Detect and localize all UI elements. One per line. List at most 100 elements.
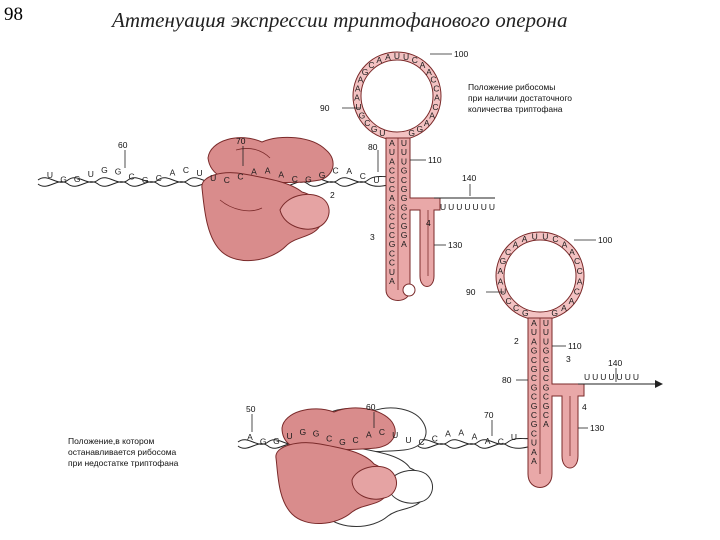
nucleotide-stem: G <box>531 401 538 411</box>
nucleotide-loop: C <box>577 266 583 276</box>
nucleotide-stem: G <box>401 230 408 240</box>
bottom-num-100: 100 <box>598 235 612 245</box>
nucleotide-stem: G <box>401 166 408 176</box>
nucleotide-mrna: C <box>224 175 230 185</box>
nucleotide-mrna: C <box>360 171 366 181</box>
nucleotide-loop: C <box>430 75 436 85</box>
nucleotide-stem: C <box>389 212 395 222</box>
nucleotide-loop: U <box>379 128 385 138</box>
nucleotide-mrna: U <box>47 170 53 180</box>
nucleotide-loop: G <box>408 128 415 138</box>
nucleotide-mrna: U <box>88 169 94 179</box>
nucleotide-loop: G <box>371 124 378 134</box>
top-ribosome <box>201 136 334 262</box>
nucleotide-stem: C <box>389 248 395 258</box>
nucleotide-loop: A <box>426 67 432 77</box>
nucleotide-loop: A <box>497 266 503 276</box>
nucleotide-stem: G <box>543 364 550 374</box>
bottom-num-60: 60 <box>366 402 376 412</box>
top-num-130: 130 <box>448 240 462 250</box>
nucleotide-mrna: A <box>251 166 257 176</box>
nucleotide-mrna: A <box>366 430 372 440</box>
bottom-region-4: 4 <box>582 402 587 412</box>
nucleotide-loop: A <box>354 93 360 103</box>
nucleotide-mrna: G <box>115 167 122 177</box>
nucleotide-stem: C <box>389 184 395 194</box>
nucleotide-loop: U <box>500 287 506 297</box>
nucleotide-stem: G <box>389 239 396 249</box>
nucleotide-stem: A <box>389 276 395 286</box>
nucleotide-stem: C <box>531 428 537 438</box>
nucleotide-stem: A <box>389 138 395 148</box>
nucleotide-loop: G <box>500 256 507 266</box>
nucleotide-stem: U <box>401 138 407 148</box>
nucleotide-loop: G <box>416 124 423 134</box>
nucleotide-loop: G <box>522 308 529 318</box>
nucleotide-loop: A <box>569 247 575 257</box>
bottom-num-140: 140 <box>608 358 622 368</box>
caption-top-line-3: количества триптофана <box>468 104 563 114</box>
nucleotide-loop: A <box>522 234 528 244</box>
nucleotide-mrna: G <box>74 174 81 184</box>
nucleotide-stem: C <box>389 258 395 268</box>
nucleotide-loop: C <box>506 296 512 306</box>
bottom-num-110: 110 <box>568 341 582 351</box>
nucleotide-stem: G <box>401 202 408 212</box>
nucleotide-stem: U <box>543 318 549 328</box>
caption-top: Положение рибосомы при наличии достаточн… <box>468 82 572 115</box>
nucleotide-loop: U <box>403 52 409 62</box>
nucleotide-stem: A <box>531 447 537 457</box>
bottom-num-70: 70 <box>484 410 494 420</box>
nucleotide-stem: U <box>531 438 537 448</box>
nucleotide-stem: C <box>531 373 537 383</box>
bottom-num-80: 80 <box>502 375 512 385</box>
nucleotide-loop: U <box>542 231 548 241</box>
top-num-60: 60 <box>118 140 128 150</box>
bottom-diagram: 50 60 70 80 90 100 110 130 140 2 3 4 UUU… <box>237 231 663 527</box>
nucleotide-mrna: A <box>472 431 478 441</box>
caption-bottom: Положение,в котором останавливается рибо… <box>68 436 178 469</box>
nucleotide-mrna: C <box>326 434 332 444</box>
nucleotide-mrna: C <box>156 173 162 183</box>
nucleotide-stem: C <box>531 410 537 420</box>
nucleotide-loop: U <box>394 51 400 61</box>
nucleotide-loop: U <box>355 102 361 112</box>
nucleotide-mrna: A <box>445 428 451 438</box>
nucleotide-stem: A <box>389 156 395 166</box>
nucleotide-loop: A <box>420 60 426 70</box>
top-region-4: 4 <box>426 218 431 228</box>
nucleotide-stem: A <box>531 456 537 466</box>
nucleotide-mrna: A <box>278 169 284 179</box>
nucleotide-mrna: G <box>299 427 306 437</box>
nucleotide-mrna: C <box>498 436 504 446</box>
caption-bottom-line-2: останавливается рибосома <box>68 447 177 457</box>
nucleotide-stem: C <box>401 175 407 185</box>
caption-top-line-2: при наличии достаточного <box>468 93 572 103</box>
nucleotide-stem: G <box>543 401 550 411</box>
nucleotide-loop: C <box>574 256 580 266</box>
nucleotide-stem: G <box>401 184 408 194</box>
nucleotide-loop: A <box>376 55 382 65</box>
nucleotide-stem: A <box>531 336 537 346</box>
nucleotide-loop: C <box>513 303 519 313</box>
nucleotide-stem: U <box>531 327 537 337</box>
nucleotide-loop: C <box>432 102 438 112</box>
nucleotide-mrna: U <box>392 430 398 440</box>
nucleotide-loop: A <box>569 296 575 306</box>
caption-bottom-line-1: Положение,в котором <box>68 436 155 446</box>
nucleotide-loop: A <box>434 93 440 103</box>
nucleotide-stem: C <box>389 230 395 240</box>
nucleotide-mrna: G <box>142 175 149 185</box>
nucleotide-loop: A <box>577 277 583 287</box>
nucleotide-mrna: C <box>292 174 298 184</box>
nucleotide-mrna: C <box>432 434 438 444</box>
nucleotide-stem: C <box>389 166 395 176</box>
nucleotide-stem: C <box>389 175 395 185</box>
nucleotide-stem: A <box>401 239 407 249</box>
nucleotide-loop: C <box>368 60 374 70</box>
nucleotide-mrna: U <box>287 431 293 441</box>
nucleotide-loop: A <box>561 303 567 313</box>
top-num-70: 70 <box>236 136 246 146</box>
nucleotide-stem: C <box>543 392 549 402</box>
